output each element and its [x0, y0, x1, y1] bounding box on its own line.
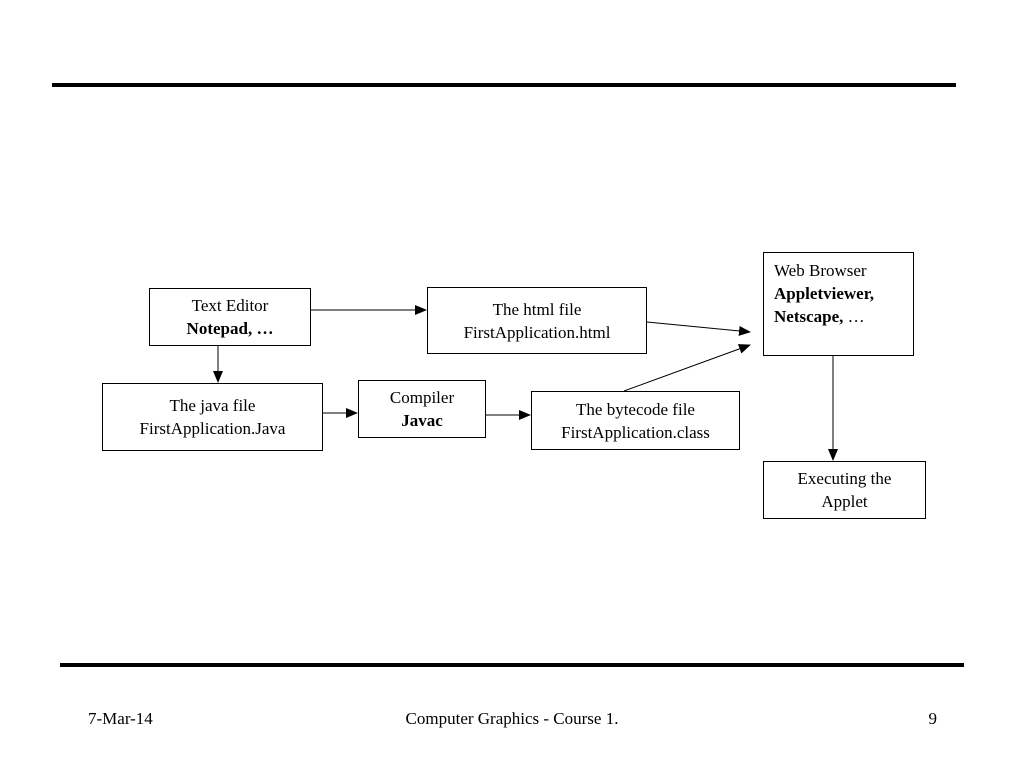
- java-file-label: The java file: [169, 396, 256, 415]
- web-browser-ellipsis: …: [843, 307, 865, 326]
- java-file-box: The java file FirstApplication.Java: [102, 383, 323, 451]
- executing-label-line1: Executing the: [797, 469, 892, 488]
- html-file-box: The html file FirstApplication.html: [427, 287, 647, 354]
- web-browser-label: Web Browser: [774, 261, 867, 280]
- html-file-name: FirstApplication.html: [463, 322, 611, 342]
- footer-page-number: 9: [928, 709, 938, 728]
- compiler-label: Compiler: [389, 388, 455, 407]
- html-file-label: The html file: [492, 299, 582, 319]
- web-browser-netscape: Netscape,: [774, 307, 844, 326]
- top-rule: [52, 83, 956, 87]
- compiler-box: Compiler Javac: [358, 380, 486, 438]
- text-editor-examples: Notepad, …: [186, 319, 274, 338]
- bytecode-file-name: FirstApplication.class: [561, 422, 710, 442]
- arrow-html-to-browser: [646, 321, 751, 336]
- compiler-name: Javac: [401, 411, 443, 430]
- text-editor-box: Text Editor Notepad, …: [149, 288, 311, 346]
- web-browser-box: Web Browser Appletviewer, Netscape, …: [763, 252, 914, 356]
- web-browser-appletviewer: Appletviewer,: [774, 284, 874, 303]
- footer-title: Computer Graphics - Course 1.: [405, 709, 619, 728]
- bottom-rule: [60, 663, 964, 667]
- text-editor-label: Text Editor: [191, 296, 269, 315]
- executing-applet-box: Executing the Applet: [763, 461, 926, 519]
- bytecode-file-label: The bytecode file: [576, 399, 695, 419]
- footer-date: 7-Mar-14: [88, 709, 153, 728]
- executing-label-line2: Applet: [821, 492, 868, 511]
- bytecode-file-box: The bytecode file FirstApplication.class: [531, 391, 740, 450]
- java-file-name: FirstApplication.Java: [139, 419, 286, 438]
- arrow-bytecode-to-browser: [623, 344, 751, 392]
- web-browser-netscape-line: Netscape, …: [774, 305, 865, 328]
